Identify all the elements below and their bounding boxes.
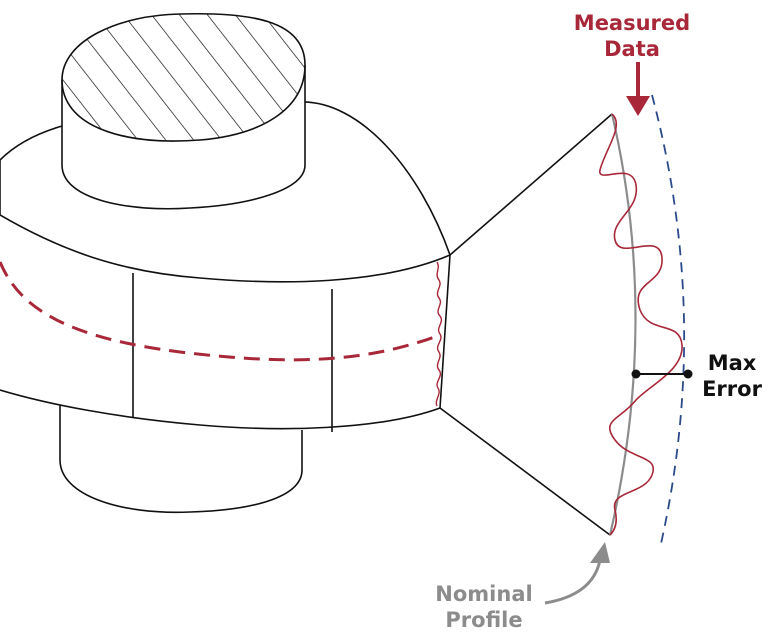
max-error-point-nominal xyxy=(631,369,641,379)
max-error-label-line1: Max xyxy=(708,351,757,375)
cam-band-body xyxy=(0,215,450,429)
nominal-profile-arc xyxy=(608,113,637,536)
cam-band-bottom-edge xyxy=(0,389,441,430)
shaft-section-hatched xyxy=(61,12,306,142)
nominal-profile-label-line1: Nominal xyxy=(435,582,532,606)
section-dashed-line xyxy=(0,261,441,362)
nominal-profile-label-line2: Profile xyxy=(445,608,522,632)
band-measured-wiggle xyxy=(435,261,443,407)
shaft-bottom-edge xyxy=(61,164,306,210)
max-error-point-measured xyxy=(683,369,693,379)
tolerance-boundary xyxy=(651,94,686,549)
zoom-line-top xyxy=(449,113,613,256)
measured-data-label-line2: Data xyxy=(604,37,660,61)
nominal-arrow-shaft xyxy=(544,559,602,605)
measured-data-curve xyxy=(599,113,683,536)
max-error-label-line2: Error xyxy=(702,377,762,401)
nominal-arrow-head xyxy=(590,542,610,563)
measured-data-label-line1: Measured xyxy=(574,11,690,35)
zoom-line-bottom xyxy=(439,407,611,536)
cam-band-right-edge xyxy=(439,254,451,409)
measured-arrow-head xyxy=(626,96,650,116)
